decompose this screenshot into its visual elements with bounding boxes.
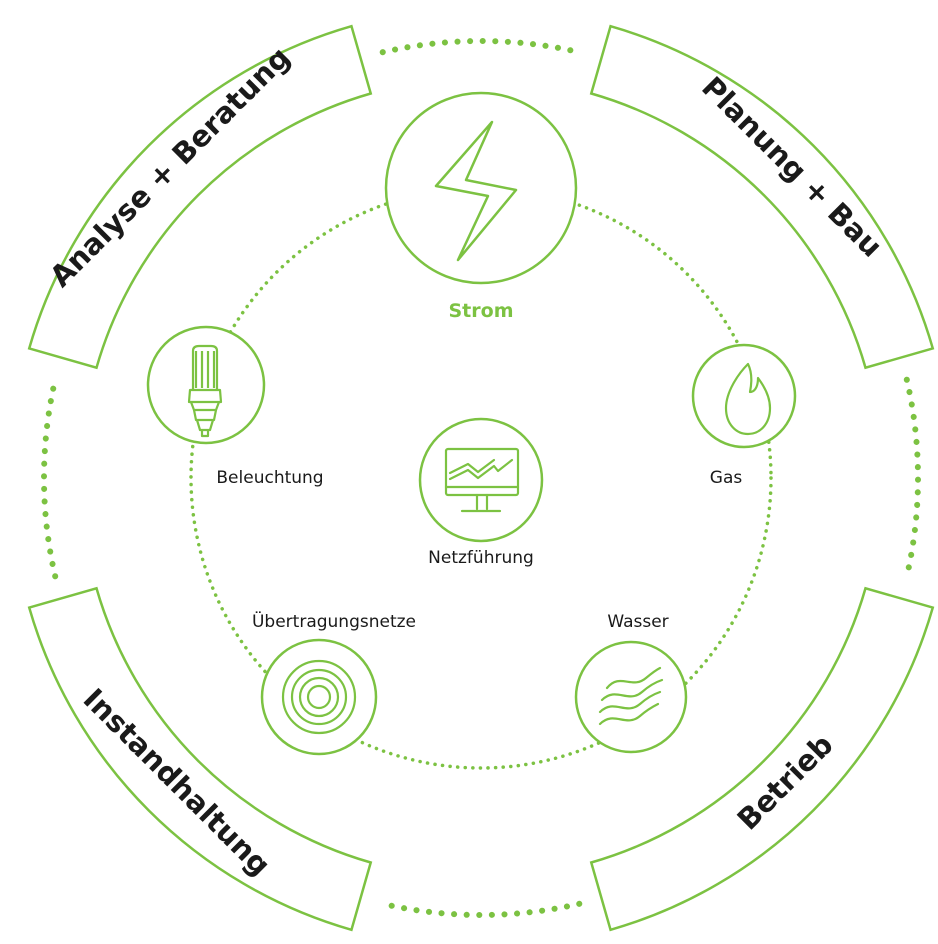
segment-planung[interactable]: Planung + Bau xyxy=(589,24,935,370)
node-label-beleuchtung: Beleuchtung xyxy=(216,468,323,488)
outer-dotted-connector xyxy=(379,900,583,918)
node-label-strom: Strom xyxy=(449,300,514,322)
outer-dotted-connector xyxy=(379,38,583,56)
lightning-icon xyxy=(434,120,518,262)
node-gas[interactable]: Gas xyxy=(691,343,797,488)
outer-dotted-ring xyxy=(41,38,921,918)
inner-dotted-ring xyxy=(189,186,773,770)
segment-betrieb[interactable]: Betrieb xyxy=(589,586,935,932)
node-label-uebertragungsnetze: Übertragungsnetze xyxy=(252,610,416,632)
node-label-wasser: Wasser xyxy=(607,612,668,632)
node-wasser[interactable]: Wasser xyxy=(574,612,688,754)
flame-icon xyxy=(724,362,772,436)
node-uebertragungsnetze[interactable]: Übertragungsnetze xyxy=(252,610,416,756)
concentric-circles-icon xyxy=(281,659,357,735)
node-beleuchtung[interactable]: Beleuchtung xyxy=(146,325,324,488)
segment-analyse[interactable]: Analyse + Beratung xyxy=(27,24,373,370)
node-netzfuehrung[interactable]: Netzführung xyxy=(418,417,544,568)
outer-dotted-connector xyxy=(41,376,59,580)
lightbulb-icon xyxy=(187,344,223,438)
node-strom[interactable]: Strom xyxy=(384,91,578,322)
segment-label-instandhaltung: Instandhaltung xyxy=(77,682,278,883)
node-label-netzfuehrung: Netzführung xyxy=(428,548,534,568)
segment-label-planung: Planung + Bau xyxy=(695,70,889,264)
waves-icon xyxy=(598,666,664,726)
node-label-gas: Gas xyxy=(710,468,743,488)
outer-dotted-connector xyxy=(903,376,921,580)
monitor-chart-icon xyxy=(444,447,520,513)
segment-label-analyse: Analyse + Beratung xyxy=(43,40,296,293)
